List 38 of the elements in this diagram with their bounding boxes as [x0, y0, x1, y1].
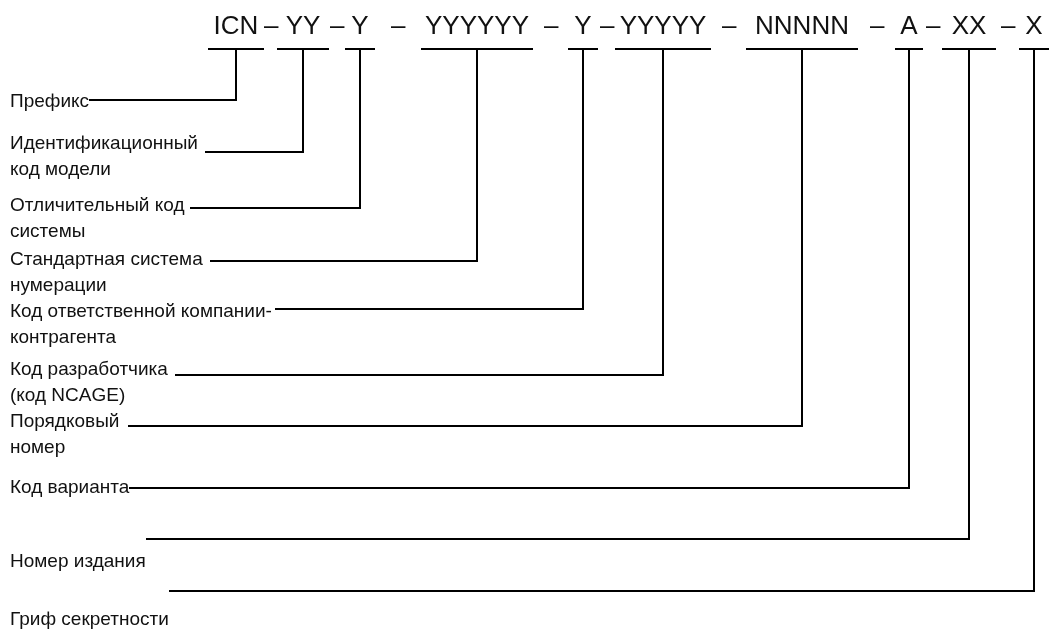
leader-line — [174, 49, 664, 376]
leader-line — [128, 49, 910, 489]
separator-dash: – — [391, 10, 406, 40]
field-description: Код варианта — [10, 474, 130, 500]
code-segment: A — [895, 10, 923, 50]
code-segment: YYYYY — [615, 10, 711, 50]
code-segment: Y — [345, 10, 375, 50]
leader-line — [88, 49, 237, 101]
code-segment: YYYYYY — [421, 10, 533, 50]
separator-dash: – — [722, 10, 737, 40]
separator-dash: – — [1001, 10, 1016, 40]
code-segment: X — [1019, 10, 1049, 50]
field-description: Отличительный код системы — [10, 192, 190, 244]
code-segment: ICN — [208, 10, 264, 50]
field-description: Префикс — [10, 88, 90, 114]
field-description: Гриф секретности — [10, 583, 169, 632]
separator-dash: – — [264, 10, 279, 40]
leader-line — [127, 49, 803, 427]
leader-line — [168, 49, 1035, 592]
field-description: Идентификационный код модели — [10, 130, 205, 182]
leader-line — [204, 49, 304, 153]
field-description: Номер издания — [10, 531, 146, 574]
code-segment: NNNNN — [746, 10, 858, 50]
separator-dash: – — [544, 10, 559, 40]
separator-dash: – — [600, 10, 615, 40]
field-description: Порядковый номер — [10, 408, 128, 460]
leader-line — [274, 49, 584, 310]
code-segment: XX — [942, 10, 996, 50]
separator-dash: – — [870, 10, 885, 40]
field-description: Код разработчика (код NCAGE) — [10, 356, 175, 408]
separator-dash: – — [926, 10, 941, 40]
field-description: Стандартная система нумерации — [10, 246, 210, 298]
field-description: Код ответственной компании-контрагента — [10, 298, 275, 350]
separator-dash: – — [330, 10, 345, 40]
leader-line — [209, 49, 478, 262]
code-segment: Y — [568, 10, 598, 50]
leader-line — [189, 49, 361, 209]
leader-line — [145, 49, 970, 540]
